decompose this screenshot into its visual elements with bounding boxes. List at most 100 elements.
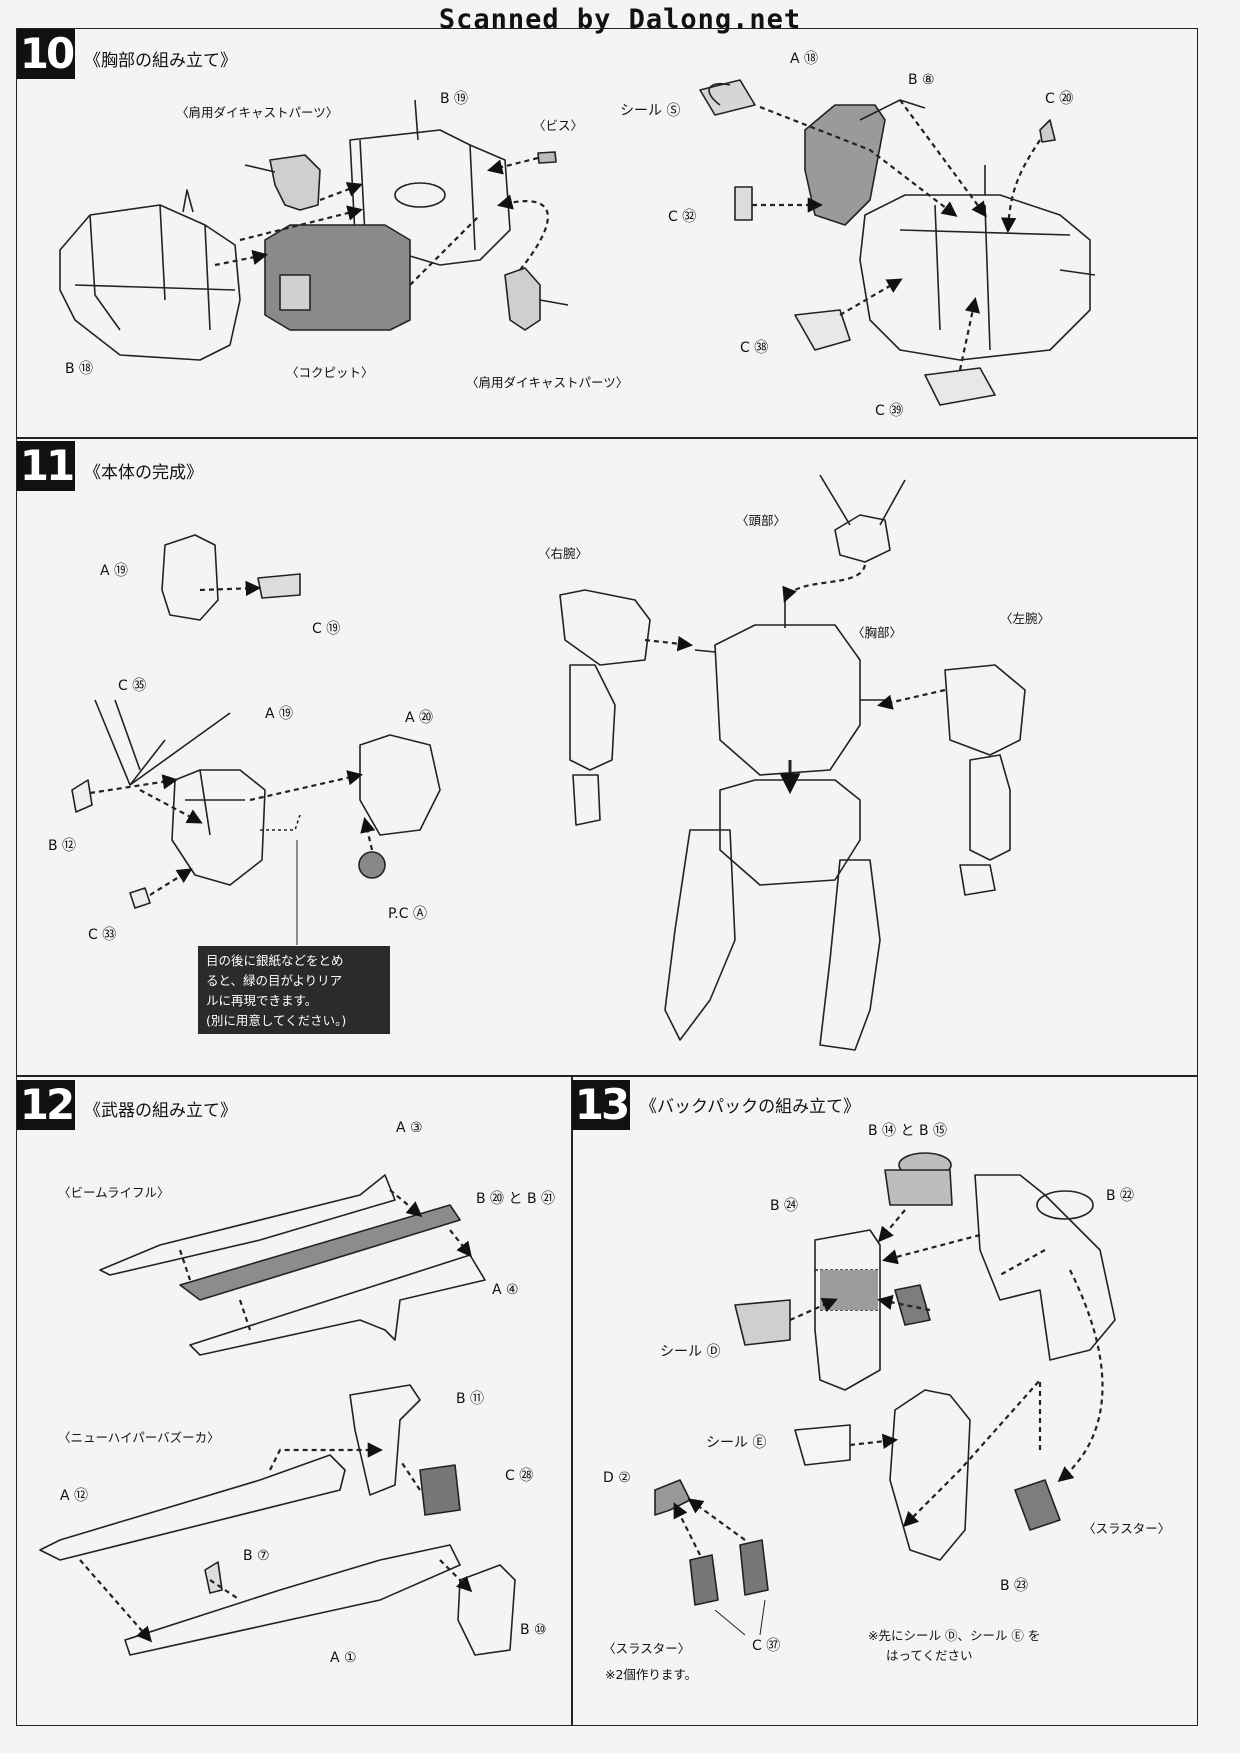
- chest-front-part: [59, 189, 241, 361]
- label-note-2: はってください: [886, 1648, 973, 1663]
- label-b11: B ⑪: [456, 1391, 485, 1407]
- bazooka-a1: [124, 1544, 461, 1656]
- note-line: 目の後に銀紙などをとめ: [206, 953, 344, 968]
- step-10-panel: [16, 28, 1198, 438]
- note-line: (別に用意してください。): [206, 1013, 347, 1028]
- label-b8: B ⑧: [908, 72, 935, 88]
- label-c20: C ⑳: [1045, 91, 1074, 107]
- label-a1: A ①: [330, 1650, 357, 1666]
- label-c32: C ㉜: [668, 209, 697, 225]
- part-d2: [654, 1479, 691, 1516]
- label-c35: C ㉟: [118, 678, 147, 694]
- label-a4: A ④: [492, 1282, 519, 1298]
- step-12-number: 12: [17, 1080, 75, 1130]
- label-d2: D ②: [603, 1470, 631, 1486]
- backpack-b22: [974, 1174, 1116, 1361]
- beam-rifle-a4: [189, 1254, 486, 1356]
- step-10-title: 《胸部の組み立て》: [84, 51, 237, 71]
- step-10-number: 10: [17, 29, 75, 79]
- right-arm: [559, 589, 651, 826]
- beam-rifle-b20-b21: [179, 1204, 461, 1301]
- label-hyper-bazooka: 〈ニューハイパーバズーカ〉: [58, 1430, 220, 1445]
- scan-header: Scanned by Dalong.net: [438, 4, 802, 35]
- label-c39: C ㊴: [875, 403, 904, 419]
- beam-rifle-a3: [99, 1174, 396, 1276]
- step-11-number: 11: [17, 441, 75, 491]
- label-seal-e: シール Ⓔ: [706, 1435, 767, 1451]
- note-box: 目の後に銀紙などをとめ ると、緑の目がよりリア ルに再現できます。 (別に用意し…: [198, 946, 390, 1034]
- vent-c20: [1039, 119, 1056, 143]
- thruster-pair-left: [894, 1284, 931, 1326]
- vent-c38: [794, 309, 851, 351]
- thruster-pair-right: [1014, 1479, 1061, 1531]
- lower-body: [664, 779, 881, 1051]
- label-thruster-left: 〈スラスター〉: [603, 1641, 691, 1656]
- head-back-a20: [359, 734, 441, 836]
- bazooka-b10: [457, 1564, 516, 1656]
- part-c33: [129, 887, 151, 909]
- head-assembled: [819, 474, 906, 563]
- note-line: ルに再現できます。: [206, 993, 318, 1008]
- polycap-pca: [358, 851, 386, 879]
- step-11-panel: [16, 438, 1198, 1076]
- label-a18: A ⑱: [790, 51, 819, 67]
- step-13-title: 《バックパックの組み立て》: [640, 1097, 861, 1117]
- visor-c19: [257, 573, 301, 599]
- label-seal-d: シール Ⓓ: [660, 1344, 721, 1360]
- backpack-b24: [814, 1229, 881, 1391]
- label-b7: B ⑦: [243, 1548, 270, 1564]
- label-b19: B ⑲: [440, 91, 469, 107]
- note-line: ると、緑の目がよりリア: [206, 973, 343, 988]
- v-fin-c35: [94, 699, 231, 786]
- label-left-arm: 〈左腕〉: [1000, 611, 1051, 626]
- label-thruster-right: 〈スラスター〉: [1083, 1521, 1171, 1536]
- label-c37: C ㊲: [752, 1638, 781, 1654]
- step-12-panel: [16, 1076, 572, 1726]
- label-c28: C ㉘: [505, 1468, 534, 1484]
- label-shoulder-cast-top: 〈肩用ダイキャストパーツ〉: [176, 105, 339, 120]
- seal-e-sticker: [794, 1424, 851, 1466]
- label-beam-rifle: 〈ビームライフル〉: [58, 1185, 170, 1200]
- step-11-title: 《本体の完成》: [84, 463, 203, 483]
- backpack-b14-b15: [884, 1152, 953, 1206]
- label-a20: A ⑳: [405, 710, 434, 726]
- label-b12: B ⑫: [48, 838, 77, 854]
- label-head: 〈頭部〉: [736, 513, 787, 528]
- label-screw: 〈ビス〉: [533, 118, 584, 133]
- step-13-panel: [572, 1076, 1198, 1726]
- label-right-arm: 〈右腕〉: [538, 546, 589, 561]
- label-b22: B ㉒: [1106, 1188, 1135, 1204]
- collar-part: [804, 99, 926, 226]
- small-panel-c32: [734, 186, 753, 221]
- head-front-top: [161, 534, 219, 621]
- shoulder-cast-top: [244, 154, 321, 211]
- label-b18: B ⑱: [65, 361, 94, 377]
- label-c33: C ㉝: [88, 927, 117, 943]
- label-shoulder-cast-bottom: 〈肩用ダイキャストパーツ〉: [466, 375, 629, 390]
- label-cockpit: 〈コクピット〉: [286, 365, 374, 380]
- thruster-c37: [689, 1539, 769, 1606]
- bazooka-a12: [39, 1454, 346, 1561]
- step-13-number: 13: [572, 1080, 630, 1130]
- label-a3: A ③: [396, 1120, 423, 1136]
- part-b12: [71, 779, 93, 813]
- shoulder-cast-bottom: [504, 267, 569, 331]
- seal-s-sticker: [699, 79, 756, 116]
- label-a19-top: A ⑲: [100, 563, 129, 579]
- bazooka-b7: [204, 1561, 223, 1594]
- label-seal-s: シール Ⓢ: [620, 103, 681, 119]
- left-arm: [944, 664, 1026, 896]
- chest-core: [859, 165, 1096, 361]
- label-make-two: ※2個作ります。: [605, 1667, 698, 1682]
- label-c38: C ㊳: [740, 340, 769, 356]
- backpack-b23: [889, 1389, 971, 1561]
- label-a12: A ⑫: [60, 1488, 89, 1504]
- label-note-1: ※先にシール Ⓓ、シール Ⓔ を: [868, 1628, 1041, 1643]
- bazooka-b11: [349, 1384, 421, 1496]
- cockpit-block: [264, 224, 411, 331]
- vent-c39: [924, 367, 996, 406]
- screw-part: [537, 151, 557, 164]
- head-a19: [171, 769, 266, 886]
- label-pca: P.C Ⓐ: [388, 906, 427, 922]
